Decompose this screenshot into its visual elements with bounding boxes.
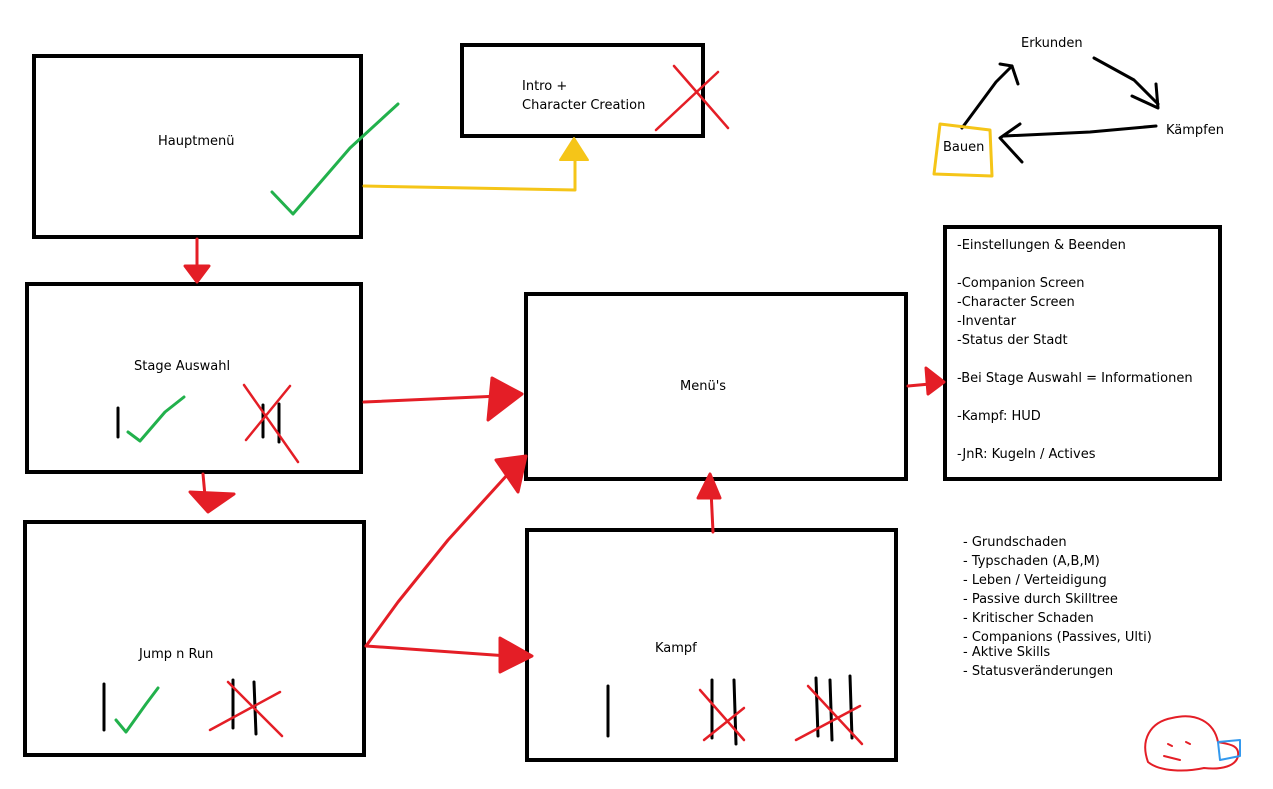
bauen-label: Bauen xyxy=(943,140,985,155)
stats-item: - Leben / Verteidigung xyxy=(963,573,1107,588)
intro-label-line2: Character Creation xyxy=(522,98,646,113)
check-icon xyxy=(114,686,160,734)
stats-item: - Statusveränderungen xyxy=(963,664,1114,679)
cross-icon xyxy=(654,64,730,132)
arrow-right-icon xyxy=(906,366,946,396)
crossed-tally-icon xyxy=(208,678,284,738)
stats-item: - Grundschaden xyxy=(963,535,1067,550)
arrow-diagonal-icon xyxy=(364,454,528,648)
menus-box xyxy=(524,292,908,481)
arrow-down-icon xyxy=(188,472,236,514)
arrow-right-icon xyxy=(362,376,524,422)
stage-auswahl-box xyxy=(25,282,363,474)
crossed-tally-icon xyxy=(794,674,864,746)
hauptmenu-label: Hauptmenü xyxy=(158,134,235,149)
jump-n-run-box xyxy=(23,520,366,757)
stats-item: - Typschaden (A,B,M) xyxy=(963,554,1100,569)
cycle-arrows xyxy=(960,56,1160,164)
menu-info-item: -Companion Screen xyxy=(957,276,1085,291)
check-icon xyxy=(270,102,400,216)
stats-item: - Passive durch Skilltree xyxy=(963,592,1118,607)
menu-info-item: -Einstellungen & Beenden xyxy=(957,238,1126,253)
stats-list: - Grundschaden - Typschaden (A,B,M) - Le… xyxy=(963,533,1152,681)
crossed-tally-icon xyxy=(242,383,300,464)
crossed-tally-icon xyxy=(698,678,746,746)
stats-item: - Companions (Passives, Ulti) xyxy=(963,630,1152,645)
hauptmenu-box xyxy=(32,54,363,239)
kampf-label: Kampf xyxy=(655,641,697,656)
stage-auswahl-label: Stage Auswahl xyxy=(134,359,231,374)
menu-info-item: -Bei Stage Auswahl = Informationen xyxy=(957,371,1193,386)
check-icon xyxy=(126,395,186,443)
menu-info-item: -Inventar xyxy=(957,314,1017,329)
intro-box xyxy=(460,43,705,138)
arrow-down-icon xyxy=(183,237,211,284)
stats-item: - Kritischer Schaden xyxy=(963,611,1094,626)
bauen-frame xyxy=(932,122,994,178)
arrow-right-icon xyxy=(364,636,534,674)
intro-label-line1: Intro + xyxy=(522,79,568,94)
menus-label: Menü's xyxy=(680,379,727,394)
menu-info-box xyxy=(943,225,1222,481)
menu-info-item: -JnR: Kugeln / Actives xyxy=(957,447,1096,462)
menu-info-list: -Einstellungen & Beenden -Companion Scre… xyxy=(957,236,1193,464)
stats-item: - Aktive Skills xyxy=(963,645,1051,660)
jump-n-run-label: Jump n Run xyxy=(139,647,214,662)
kaempfen-label: Kämpfen xyxy=(1166,123,1224,138)
arrow-up-icon xyxy=(696,472,722,534)
doodle-icon xyxy=(1144,715,1241,772)
menu-info-item: -Status der Stadt xyxy=(957,333,1068,348)
erkunden-label: Erkunden xyxy=(1021,36,1083,51)
yellow-connector xyxy=(362,137,589,192)
menu-info-item: -Kampf: HUD xyxy=(957,409,1041,424)
menu-info-item: -Character Screen xyxy=(957,295,1075,310)
